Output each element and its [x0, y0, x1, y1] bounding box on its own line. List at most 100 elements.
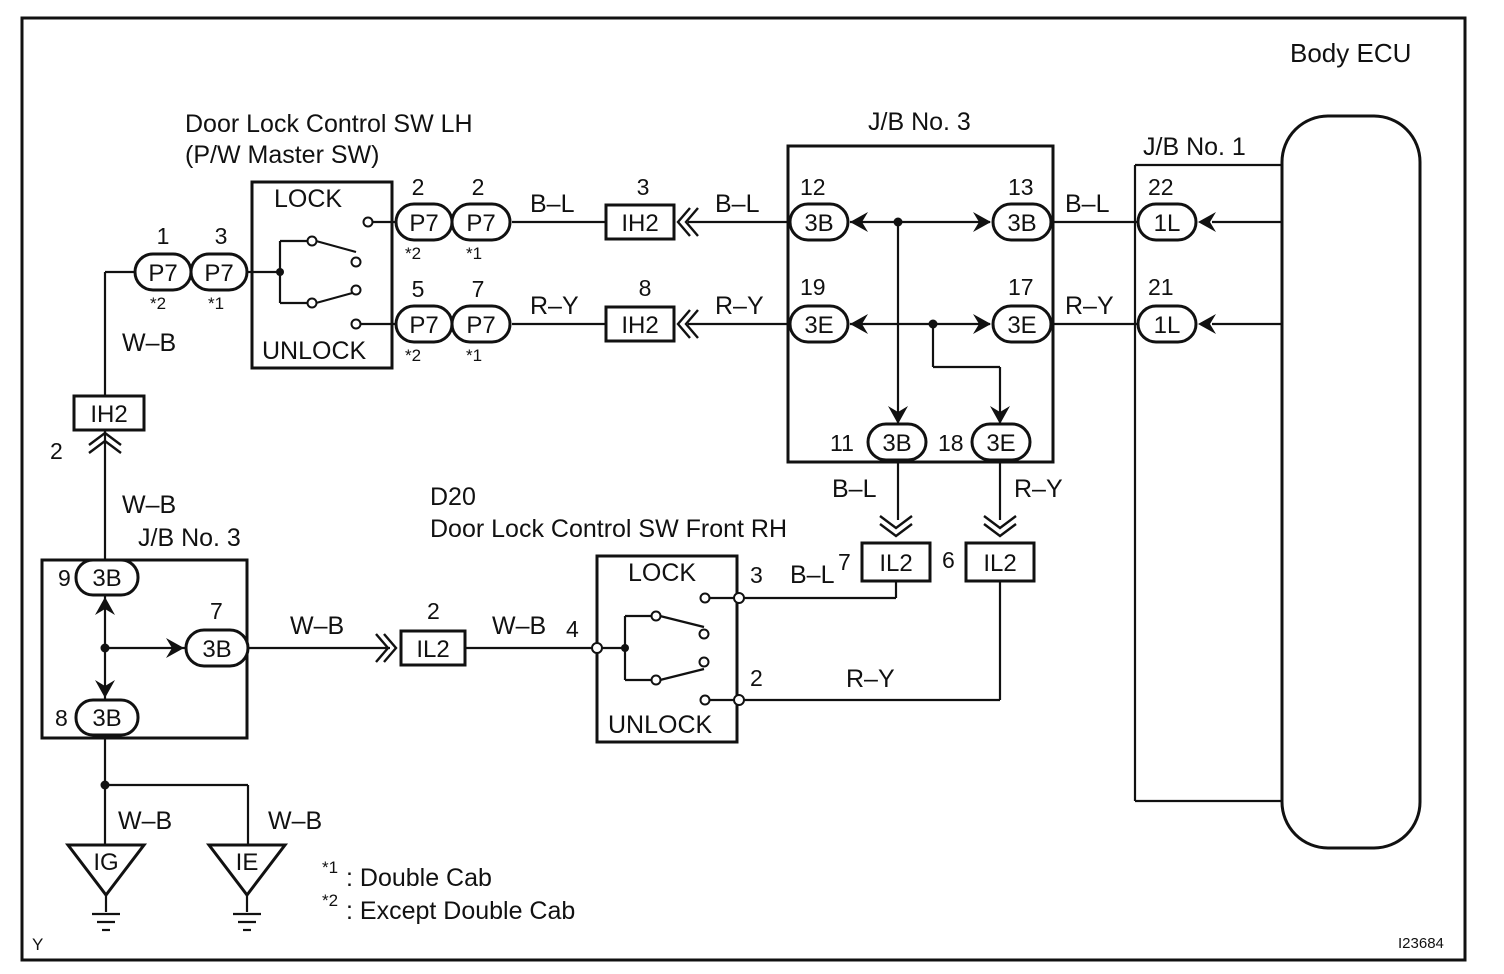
lh-lock-label: LOCK [274, 185, 342, 213]
p7-label-lock-a: P7 [409, 210, 438, 237]
jb3-label-17: 3E [1007, 312, 1036, 339]
jb3b-label-7: 3B [202, 636, 231, 663]
jb1-label-21: 1L [1154, 312, 1181, 339]
pin-jb3-18: 18 [938, 430, 964, 456]
pin-jb3-19: 19 [800, 274, 826, 300]
jb3-arrow-19 [850, 314, 868, 334]
jb3-label-13: 3B [1007, 210, 1036, 237]
lh-lower-pivot [306, 297, 318, 309]
lh-junction-dot [276, 268, 284, 276]
note-2-text: : Except Double Cab [346, 897, 575, 925]
ground-ig: IG [64, 843, 148, 932]
ih2-connector-unlock [604, 305, 676, 343]
rh-lock-contact [699, 592, 711, 604]
wire-label-ry-4: R–Y [1014, 475, 1063, 503]
ground-ie: IE [205, 843, 289, 932]
lh-unlock-label: UNLOCK [262, 337, 367, 365]
rh-unlock-contact [699, 694, 711, 706]
lh-lower-blade [315, 290, 357, 305]
rh-terminal-3 [733, 592, 745, 604]
pin-jb3-11: 11 [830, 430, 854, 456]
jb1-arrow-22 [1198, 212, 1216, 232]
lh-upper-pivot [306, 235, 318, 247]
body-ecu-title: Body ECU [1290, 38, 1411, 68]
ih2-label-left: IH2 [90, 401, 127, 428]
jb1-arrow-21 [1198, 314, 1216, 334]
jb3-bottom-label: J/B No. 3 [138, 524, 241, 552]
rh-switch-code: D20 [430, 483, 476, 511]
door-lock-switch-lh: Door Lock Control SW LH (P/W Master SW) … [185, 110, 473, 370]
ih2-unlock-chevron-b [684, 309, 699, 339]
pin-p7-unlock-a: 5 [412, 276, 425, 302]
rh-upper-contact [698, 628, 710, 640]
pin-p7-1: 1 [157, 223, 170, 249]
jb3b-connector-8 [74, 698, 140, 737]
star2-unlock: *2 [405, 346, 421, 365]
rh-lower-pivot [650, 674, 662, 686]
pin-jb3b-7: 7 [210, 598, 223, 624]
il2-7-chevron-b [879, 523, 913, 538]
jb3-arrow-13 [973, 212, 991, 232]
ground-junction [100, 780, 110, 790]
pin-ih2-2: 2 [50, 438, 63, 464]
p7-connector-lock-b [450, 202, 512, 242]
rh-upper-blade [659, 614, 705, 629]
wire-label-ry-5: R–Y [846, 665, 895, 693]
ih2-lock-chevron-a [676, 207, 691, 237]
rh-lock-label: LOCK [628, 559, 696, 587]
ih2-left-chevron-a [88, 431, 122, 446]
il2-connectors-right: IL2 7 IL2 6 [838, 515, 1036, 583]
star1-lock: *1 [466, 244, 482, 263]
wire-label-bl-4: B–L [832, 475, 877, 503]
jb3-connector-13 [991, 202, 1053, 242]
pin-ih2-8: 8 [639, 275, 652, 301]
rh-terminal-2 [733, 694, 745, 706]
ih2-label-lock: IH2 [621, 210, 658, 237]
rh-terminal-4 [591, 642, 603, 654]
star2-left: *2 [150, 294, 166, 313]
ih2-lock-chevron-b [684, 207, 699, 237]
jb1-connector-21 [1136, 304, 1198, 344]
pin-jb3-17: 17 [1008, 274, 1034, 300]
note-1-mark: *1 [322, 858, 338, 877]
il2-6-chevron-b [983, 523, 1017, 538]
jb3b-connector-9 [74, 558, 140, 597]
pin-ih2-3: 3 [637, 174, 650, 200]
jb3-connector-18 [970, 422, 1032, 462]
diagram-code: I23684 [1398, 935, 1444, 952]
junction-block-3-bottom: J/B No. 3 3B 9 3B 7 3B 8 [40, 524, 250, 740]
jb3-arrow-11 [888, 406, 908, 424]
rh-junction-dot [621, 644, 629, 652]
jb3-connector-17 [991, 304, 1053, 344]
pin-jb1-22: 22 [1148, 174, 1174, 200]
legend-notes: *1 : Double Cab *2 : Except Double Cab [322, 858, 575, 925]
jb3b-junction [100, 643, 110, 653]
jb3-arrow-18 [990, 406, 1010, 424]
il2-label-6: IL2 [983, 550, 1016, 577]
pin-il2-2: 2 [427, 598, 440, 624]
jb3-top-box [786, 144, 1055, 464]
note-1-text: : Double Cab [346, 864, 492, 892]
star1-left: *1 [208, 294, 224, 313]
jb3b-arrow-8 [95, 680, 115, 698]
jb3-junction-ry [928, 319, 938, 329]
il2-label-7: IL2 [879, 550, 912, 577]
pin-p7-lock-b: 2 [472, 174, 485, 200]
il2-label-left: IL2 [416, 636, 449, 663]
il2-7-chevron-a [879, 515, 913, 530]
junction-block-3-top: J/B No. 3 3B 12 3B 13 3E 19 3E 17 3B 11 … [786, 108, 1055, 464]
junction-block-1: J/B No. 1 1L 22 1L 21 [1136, 133, 1246, 344]
body-ecu-block [1280, 114, 1422, 850]
p7-label-1: P7 [148, 260, 177, 287]
p7-connectors: P7 P7 1 3 *2 *1 P7 P7 2 2 *2 *1 P7 P7 5 … [133, 174, 512, 365]
jb3b-label-9: 3B [92, 565, 121, 592]
pin-p7-3: 3 [215, 223, 228, 249]
p7-connector-unlock-b [450, 304, 512, 344]
door-lock-switch-rh: D20 Door Lock Control SW Front RH LOCK U… [430, 483, 787, 744]
il2-left-chevron-a [375, 633, 390, 663]
pin-p7-lock-a: 2 [412, 174, 425, 200]
ih2-connector-lock [604, 203, 676, 241]
pin-jb3b-8: 8 [55, 705, 68, 731]
wire-label-bl-1: B–L [530, 190, 575, 218]
